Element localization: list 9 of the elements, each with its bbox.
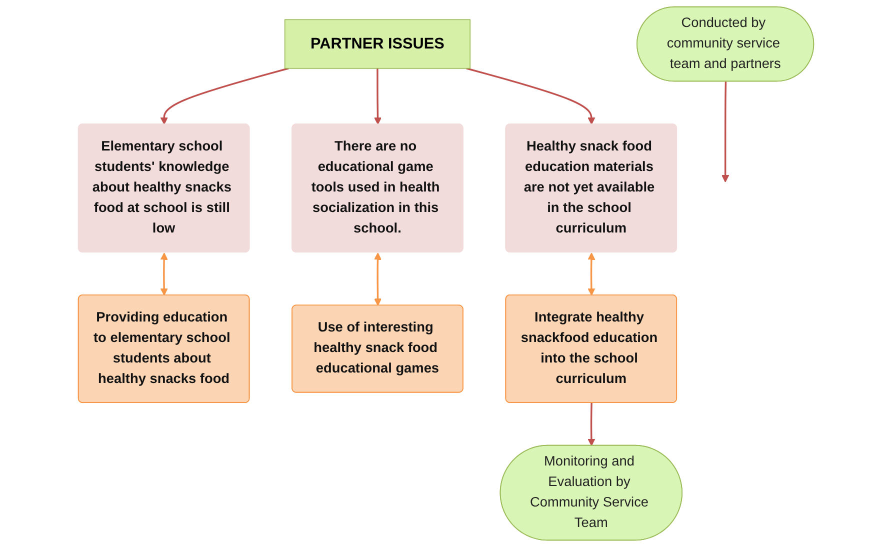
arrow (466, 68, 596, 125)
arrow (588, 402, 596, 446)
arrow (160, 252, 168, 296)
arrow (374, 252, 382, 306)
arrow (160, 68, 289, 125)
node-box: PARTNER ISSUES (284, 19, 470, 69)
arrow (374, 68, 382, 125)
arrow (588, 252, 596, 296)
arrow (722, 82, 730, 182)
